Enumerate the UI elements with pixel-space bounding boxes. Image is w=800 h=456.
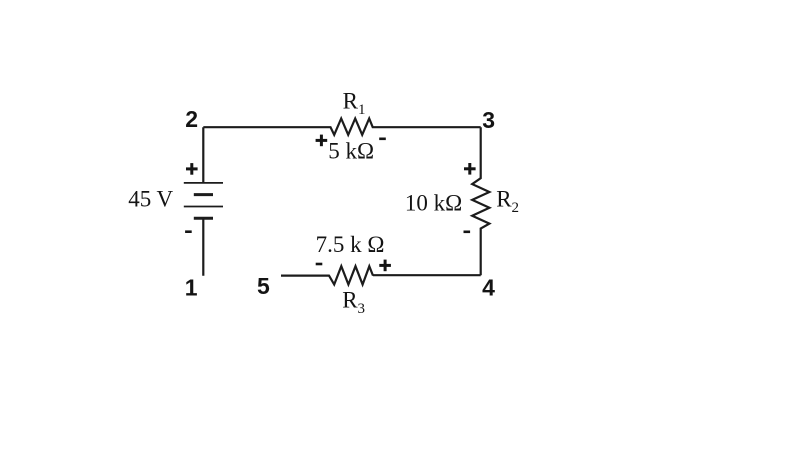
svg-text:2: 2 <box>185 106 198 132</box>
svg-text:4: 4 <box>482 274 495 300</box>
svg-text:5 kΩ: 5 kΩ <box>328 139 374 164</box>
svg-text:45 V: 45 V <box>128 186 173 211</box>
svg-text:3: 3 <box>482 107 495 133</box>
svg-text:1: 1 <box>185 274 198 300</box>
svg-text:10 kΩ: 10 kΩ <box>405 191 462 216</box>
svg-text:5: 5 <box>257 273 270 299</box>
svg-text:7.5 k Ω: 7.5 k Ω <box>316 232 385 257</box>
